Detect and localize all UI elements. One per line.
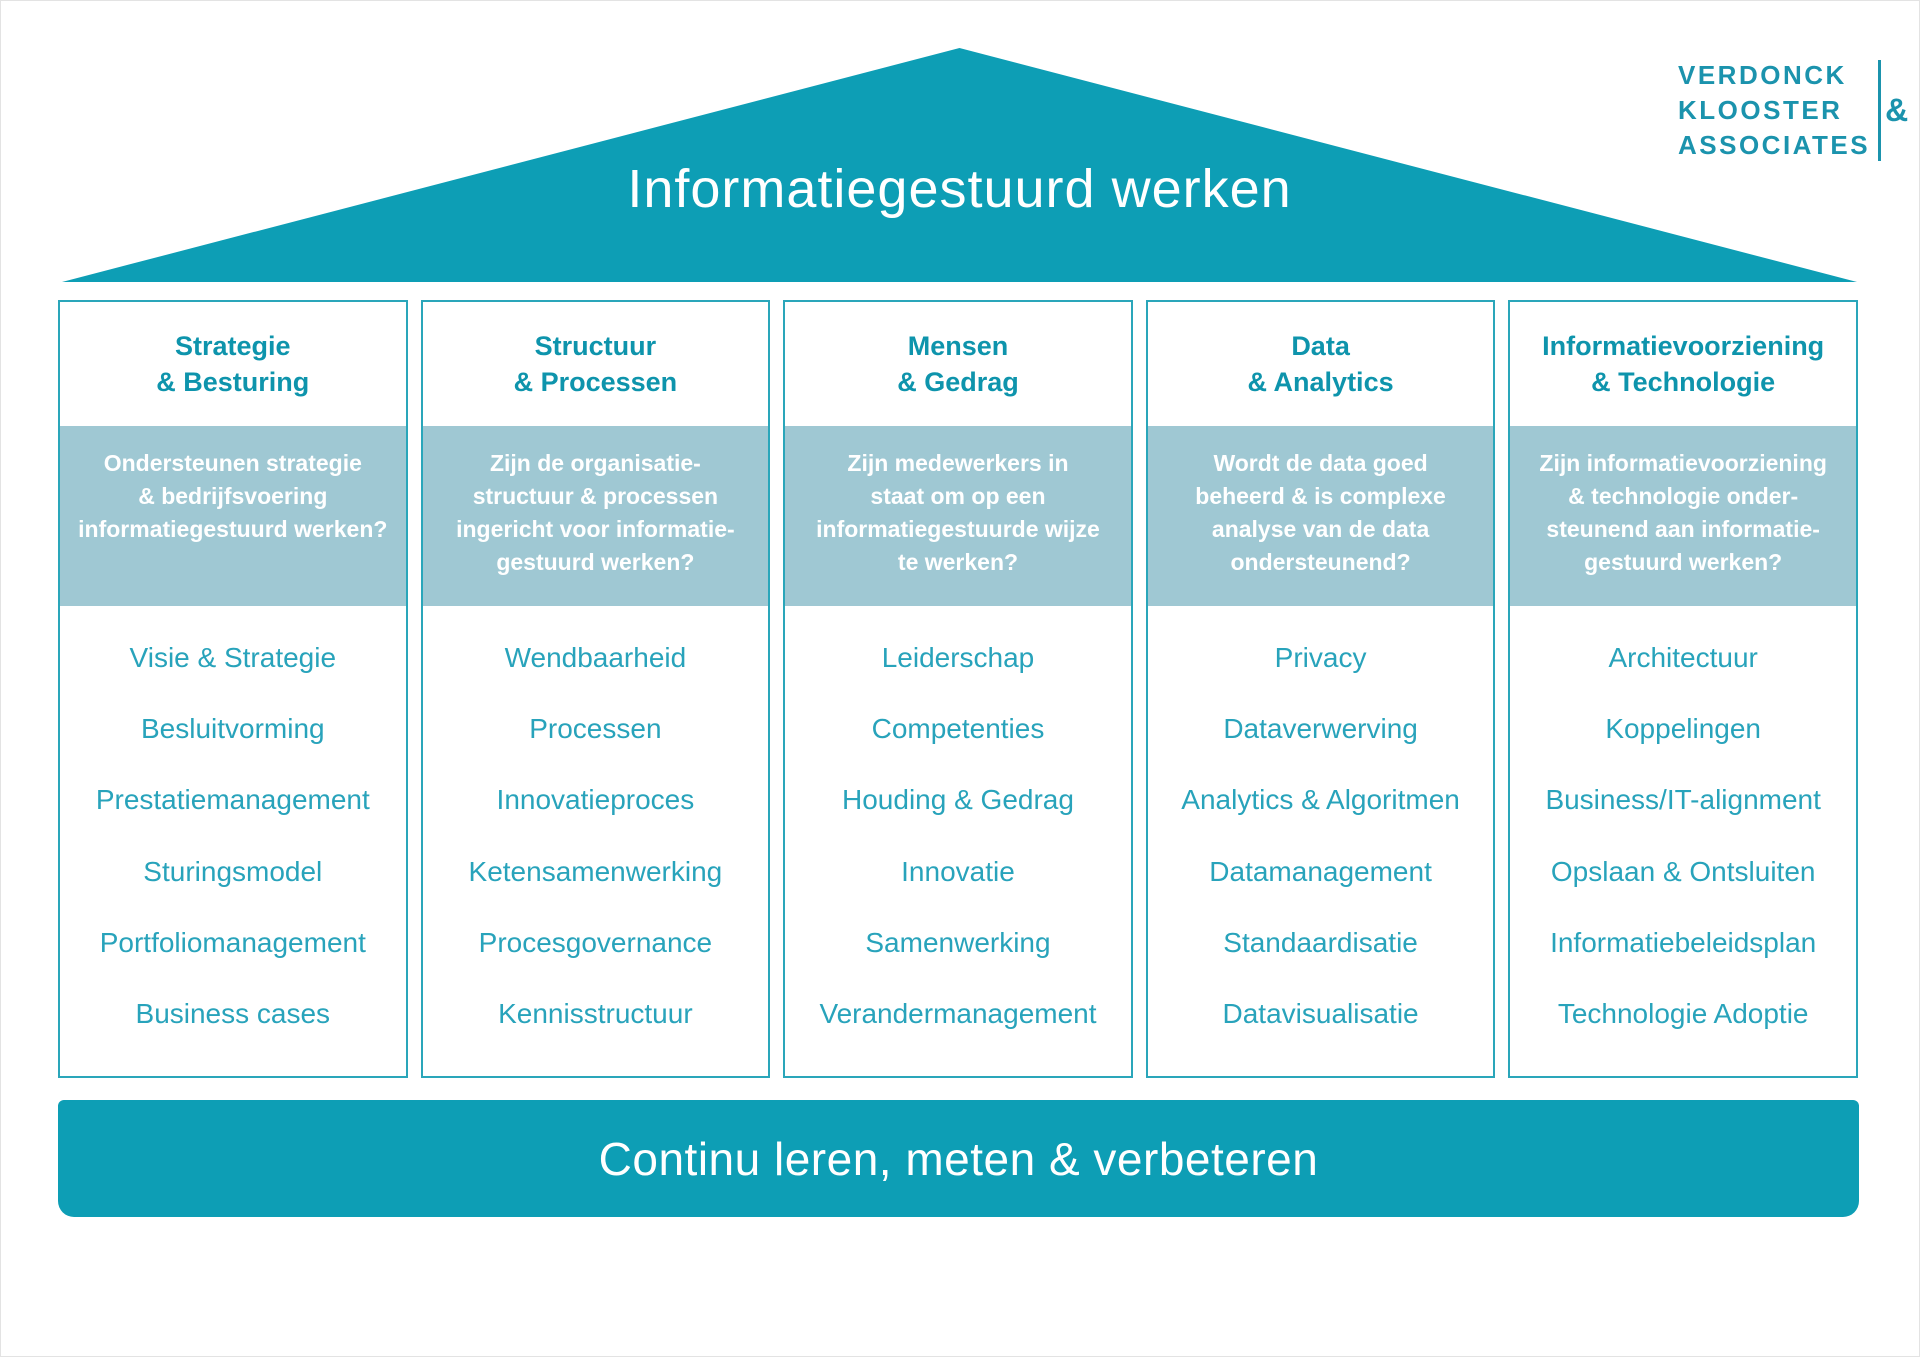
pillar-item: Koppelingen	[1605, 712, 1762, 744]
pillar-item: Leiderschap	[881, 641, 1035, 673]
vka-logo: VERDONCK KLOOSTER ASSOCIATES &	[1678, 58, 1908, 163]
pillar-strategie-besturing: Strategie & Besturing Ondersteunen strat…	[58, 300, 408, 1078]
logo-line-verdonck: VERDONCK	[1678, 60, 1847, 90]
pillar-item-list: Architectuur Koppelingen Business/IT-ali…	[1510, 606, 1856, 1076]
pillar-item: Informatiebeleidsplan	[1550, 926, 1817, 958]
pillar-item: Wendbaarheid	[504, 641, 687, 673]
pillar-data-analytics: Data & Analytics Wordt de data goed behe…	[1145, 300, 1496, 1078]
pillar-item-list: Wendbaarheid Processen Innovatieproces K…	[423, 606, 769, 1076]
pillar-item: Procesgovernance	[478, 926, 713, 958]
pillar-question: Zijn de organisatie- structuur & process…	[422, 426, 769, 606]
pillar-title: Data & Analytics	[1247, 331, 1394, 397]
pillar-item: Opslaan & Ontsluiten	[1550, 855, 1816, 887]
pillars-row: Strategie & Besturing Ondersteunen strat…	[58, 300, 1858, 1078]
pillar-item: Business cases	[135, 998, 331, 1030]
pillar-item-list: Leiderschap Competenties Houding & Gedra…	[785, 606, 1131, 1076]
pillar-item: Technologie Adoptie	[1557, 998, 1809, 1030]
pillar-item: Samenwerking	[865, 926, 1051, 958]
pillar-item: Prestatiemanagement	[95, 784, 370, 816]
pillar-question: Zijn medewerkers in staat om op een info…	[785, 426, 1131, 606]
pillar-question: Ondersteunen strategie & bedrijfsvoering…	[60, 426, 406, 606]
pillar-item: Kennisstructuur	[498, 998, 693, 1030]
pillar-item: Processen	[529, 712, 662, 744]
pillar-item: Standaardisatie	[1223, 926, 1418, 958]
roof-banner: Informatiegestuurd werken	[62, 48, 1857, 282]
pillar-title: Informatievoorziening & Technologie	[1542, 331, 1825, 397]
pillar-item: Dataverwerving	[1223, 712, 1418, 744]
pillar-item: Analytics & Algoritmen	[1181, 784, 1460, 816]
logo-line-klooster: KLOOSTER	[1678, 95, 1843, 125]
pillar-item: Verandermanagement	[819, 998, 1097, 1030]
pillar-item: Besluitvorming	[140, 712, 325, 744]
page-title: Informatiegestuurd werken	[627, 159, 1292, 219]
pillar-item: Privacy	[1274, 641, 1367, 673]
logo-line-associates: ASSOCIATES	[1678, 130, 1871, 160]
pillar-item-list: Privacy Dataverwerving Analytics & Algor…	[1148, 606, 1494, 1076]
pillar-item: Innovatieproces	[496, 784, 695, 816]
footer-banner: Continu leren, meten & verbeteren	[58, 1100, 1859, 1217]
pillar-item: Datamanagement	[1209, 855, 1432, 887]
pillar-title: Strategie & Besturing	[156, 331, 310, 397]
pillar-title: Structuur & Processen	[513, 331, 678, 397]
pillar-question: Wordt de data goed beheerd & is complexe…	[1147, 426, 1494, 606]
pillar-item: Datavisualisatie	[1222, 998, 1419, 1030]
pillar-informatievoorziening-technologie: Informatievoorziening & Technologie Zijn…	[1508, 300, 1858, 1078]
pillar-item: Competenties	[871, 712, 1045, 744]
pillar-item: Ketensamenwerking	[468, 855, 723, 887]
pillar-item: Sturingsmodel	[143, 855, 323, 887]
pillar-item: Portfoliomanagement	[99, 926, 366, 958]
pillar-item-list: Visie & Strategie Besluitvorming Prestat…	[60, 606, 406, 1076]
pillar-item: Houding & Gedrag	[842, 784, 1074, 816]
logo-divider-bar	[1878, 60, 1882, 161]
footer-label: Continu leren, meten & verbeteren	[598, 1132, 1319, 1185]
pillar-item: Visie & Strategie	[129, 641, 337, 673]
pillar-title: Mensen & Gedrag	[897, 331, 1019, 397]
pillar-mensen-gedrag: Mensen & Gedrag Zijn medewerkers in staa…	[783, 300, 1133, 1078]
logo-ampersand: &	[1885, 92, 1909, 128]
pillar-item: Business/IT-alignment	[1545, 784, 1821, 816]
pillar-structuur-processen: Structuur & Processen Zijn de organisati…	[420, 300, 771, 1078]
pillar-item: Architectuur	[1608, 641, 1758, 673]
pillar-item: Innovatie	[901, 855, 1015, 887]
pillar-question: Zijn informatievoorziening & technologie…	[1510, 426, 1856, 606]
vka-logo-text: VERDONCK KLOOSTER ASSOCIATES	[1678, 58, 1870, 163]
